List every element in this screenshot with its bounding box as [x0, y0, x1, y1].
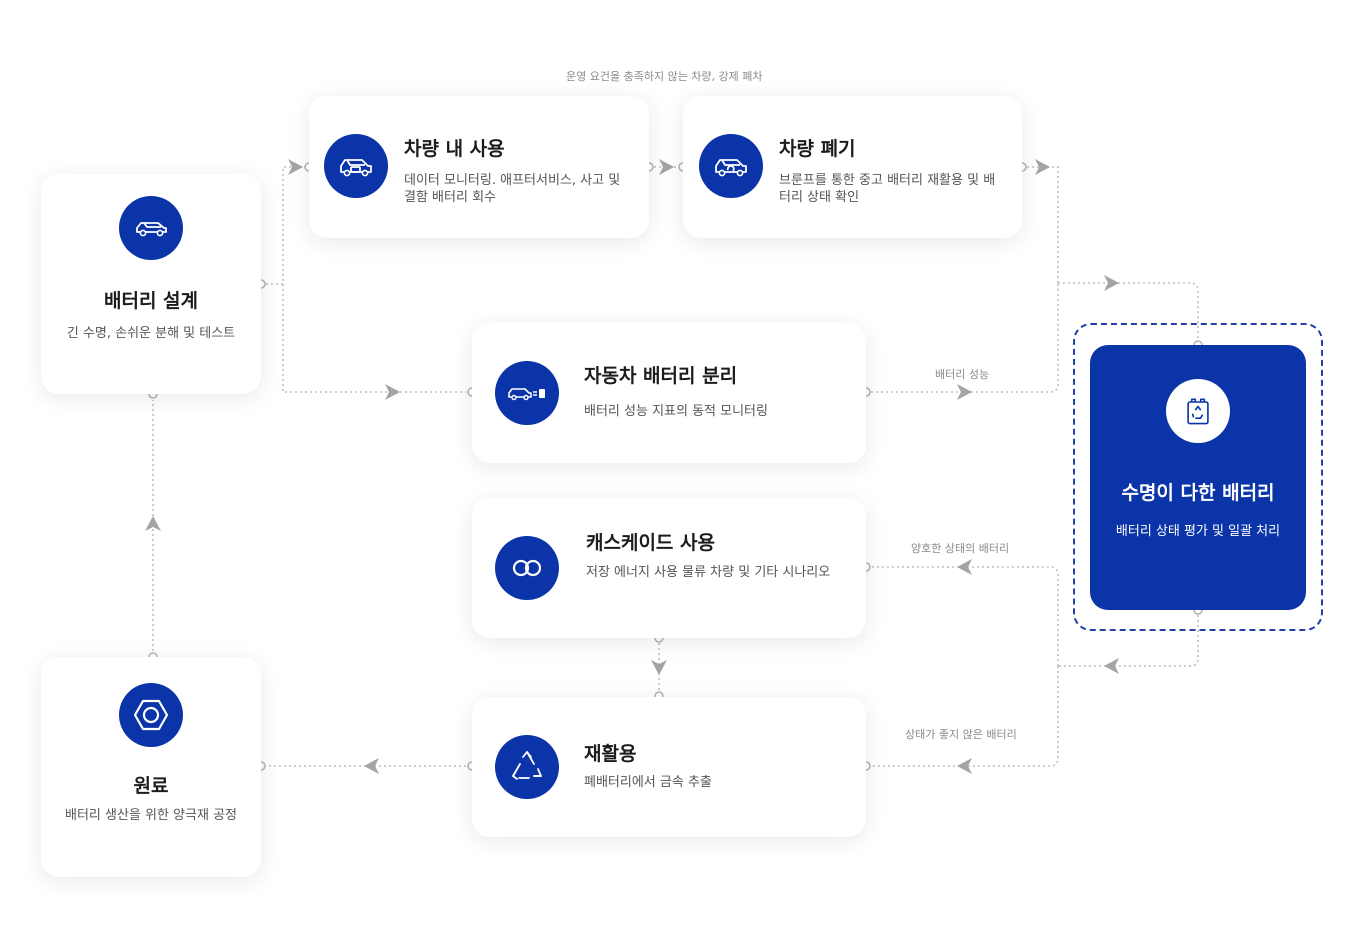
end-of-life-highlight-border — [1073, 323, 1323, 631]
node-title: 차량 내 사용 — [404, 138, 505, 160]
node-cascade-use[interactable]: 캐스케이드 사용 저장 에너지 사용 물류 차량 및 기타 시나리오 — [472, 498, 866, 638]
node-raw-material[interactable]: 원료 배터리 생산을 위한 양극재 공정 — [41, 657, 261, 877]
node-title: 재활용 — [584, 743, 637, 765]
node-title: 원료 — [133, 775, 169, 797]
node-title: 배터리 설계 — [103, 290, 198, 312]
edge-label-battery-performance: 배터리 성능 — [935, 368, 990, 381]
node-vehicle-scrap[interactable]: 차량 폐기 브룬프를 통한 중고 배터리 재활용 및 배터리 상태 확인 — [683, 96, 1022, 238]
car-battery-separation-icon — [495, 361, 559, 425]
node-description: 브룬프를 통한 중고 배터리 재활용 및 배터리 상태 확인 — [779, 173, 996, 205]
hexagon-nut-icon — [119, 683, 183, 747]
node-description: 저장 에너지 사용 물류 차량 및 기타 시나리오 — [586, 565, 831, 580]
car-battery-icon — [324, 134, 388, 198]
car-recycle-icon — [699, 134, 763, 198]
node-title: 차량 폐기 — [779, 138, 856, 160]
edge-label-good-condition: 양호한 상태의 배터리 — [911, 542, 1010, 555]
car-icon — [119, 196, 183, 260]
node-title: 수명이 다한 배터리 — [1121, 482, 1275, 504]
infinity-loop-icon — [495, 536, 559, 600]
node-end-of-life-battery[interactable]: 수명이 다한 배터리 배터리 상태 평가 및 일괄 처리 — [1090, 345, 1306, 610]
node-title: 캐스케이드 사용 — [586, 532, 715, 554]
recycle-icon — [495, 735, 559, 799]
node-battery-separation[interactable]: 자동차 배터리 분리 배터리 성능 지표의 동적 모니터링 — [472, 323, 866, 463]
node-description: 데이터 모니터링. 애프터서비스, 사고 및 결함 배터리 회수 — [404, 173, 621, 205]
edge-label-poor-condition: 상태가 좋지 않은 배터리 — [905, 728, 1017, 741]
node-description: 긴 수명, 손쉬운 분해 및 테스트 — [66, 326, 236, 341]
node-title: 자동차 배터리 분리 — [584, 365, 738, 387]
node-description: 배터리 생산을 위한 양극재 공정 — [64, 808, 237, 823]
edge-label-forced-scrap: 운영 요건을 충족하지 않는 차량, 강제 폐차 — [566, 70, 763, 83]
node-description: 배터리 성능 지표의 동적 모니터링 — [584, 404, 768, 419]
node-recycle[interactable]: 재활용 폐배터리에서 금속 추출 — [472, 697, 866, 837]
node-description: 배터리 상태 평가 및 일괄 처리 — [1115, 524, 1281, 539]
node-vehicle-use[interactable]: 차량 내 사용 데이터 모니터링. 애프터서비스, 사고 및 결함 배터리 회수 — [309, 96, 649, 238]
battery-recycle-icon — [1166, 379, 1230, 443]
node-battery-design[interactable]: 배터리 설계 긴 수명, 손쉬운 분해 및 테스트 — [41, 174, 261, 394]
node-description: 폐배터리에서 금속 추출 — [584, 775, 712, 790]
